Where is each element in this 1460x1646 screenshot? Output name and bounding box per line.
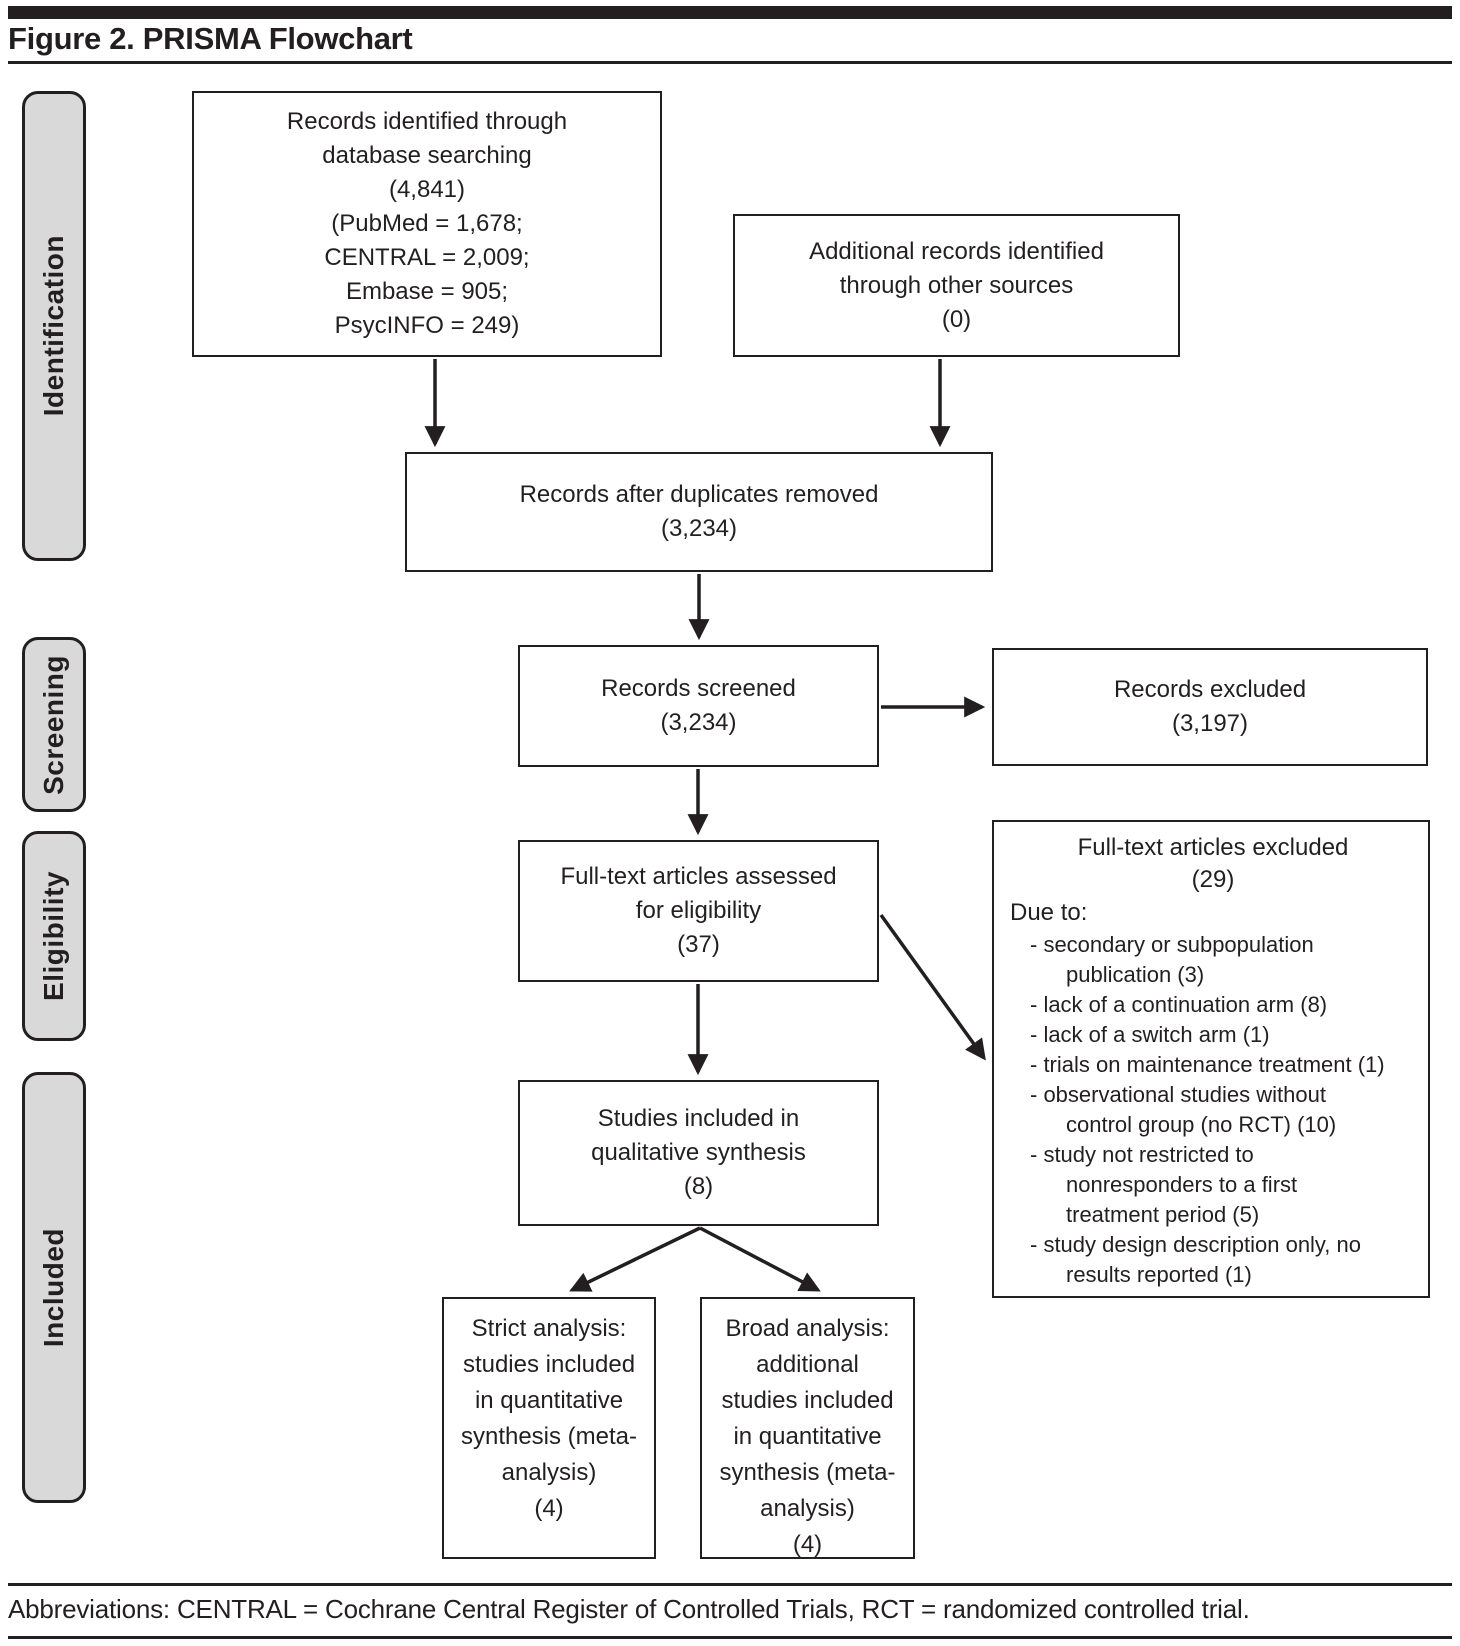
exclusion-reason: - study not restricted to nonresponders … [1030,1142,1298,1227]
box-broad-analysis-text: Broad analysis: additional studies inclu… [719,1315,896,1558]
footnote-divider-bottom [8,1636,1452,1639]
box-records-identified: Records identified through database sear… [192,91,662,357]
exclusion-reason: - study design description only, no resu… [1030,1232,1361,1287]
stage-screening: Screening [22,637,86,812]
box-records-excluded: Records excluded (3,197) [992,648,1428,766]
exclusion-reason: - lack of a continuation arm (8) [1030,992,1328,1017]
box-records-identified-text: Records identified through database sear… [286,108,568,339]
box-additional-records-text: Additional records identified through ot… [809,237,1104,333]
exclusion-reason: - secondary or subpopulation publication… [1030,932,1314,987]
box-fulltext-excluded-due-to: Due to: [1010,899,1088,926]
box-records-excluded-text: Records excluded (3,197) [1113,676,1307,737]
stage-identification-label: Identification [38,235,69,417]
box-qualitative-synthesis-text: Studies included in qualitative synthesi… [591,1105,806,1200]
arrow-qualitative-to-strict [569,1226,701,1292]
box-qualitative-synthesis: Studies included in qualitative synthesi… [518,1080,879,1226]
box-fulltext-excluded-title: Full-text articles excluded (29) [1077,834,1349,893]
exclusion-reason: - trials on maintenance treatment (1) [1030,1052,1385,1077]
box-strict-analysis: Strict analysis: studies included in qua… [442,1297,656,1559]
stage-eligibility: Eligibility [22,831,86,1041]
box-strict-analysis-text: Strict analysis: studies included in qua… [460,1315,638,1522]
stage-identification: Identification [22,91,86,561]
box-records-screened-text: Records screened (3,234) [601,675,796,736]
top-rule-bar [8,6,1452,19]
stage-screening-label: Screening [38,654,69,795]
abbreviations-footnote: Abbreviations: CENTRAL = Cochrane Centra… [8,1594,1250,1624]
box-fulltext-excluded: Full-text articles excluded (29) Due to:… [992,820,1430,1298]
title-divider [8,61,1452,64]
arrow-qualitative-to-broad [699,1226,821,1292]
box-broad-analysis: Broad analysis: additional studies inclu… [700,1297,915,1559]
exclusion-reason: - lack of a switch arm (1) [1030,1022,1270,1047]
exclusion-reason: - observational studies without control … [1030,1082,1337,1137]
box-records-screened: Records screened (3,234) [518,645,879,767]
stage-included-label: Included [38,1227,69,1348]
box-fulltext-assessed: Full-text articles assessed for eligibil… [518,840,879,982]
box-additional-records: Additional records identified through ot… [733,214,1180,357]
arrow-fulltext-to-excluded [879,913,986,1061]
stage-included: Included [22,1072,86,1503]
stage-eligibility-label: Eligibility [38,871,69,1001]
figure-title: Figure 2. PRISMA Flowchart [8,21,413,56]
box-fulltext-assessed-text: Full-text articles assessed for eligibil… [560,863,837,958]
box-duplicates-removed-text: Records after duplicates removed (3,234) [519,481,879,542]
footnote-divider-top [8,1583,1452,1586]
box-duplicates-removed: Records after duplicates removed (3,234) [405,452,993,572]
